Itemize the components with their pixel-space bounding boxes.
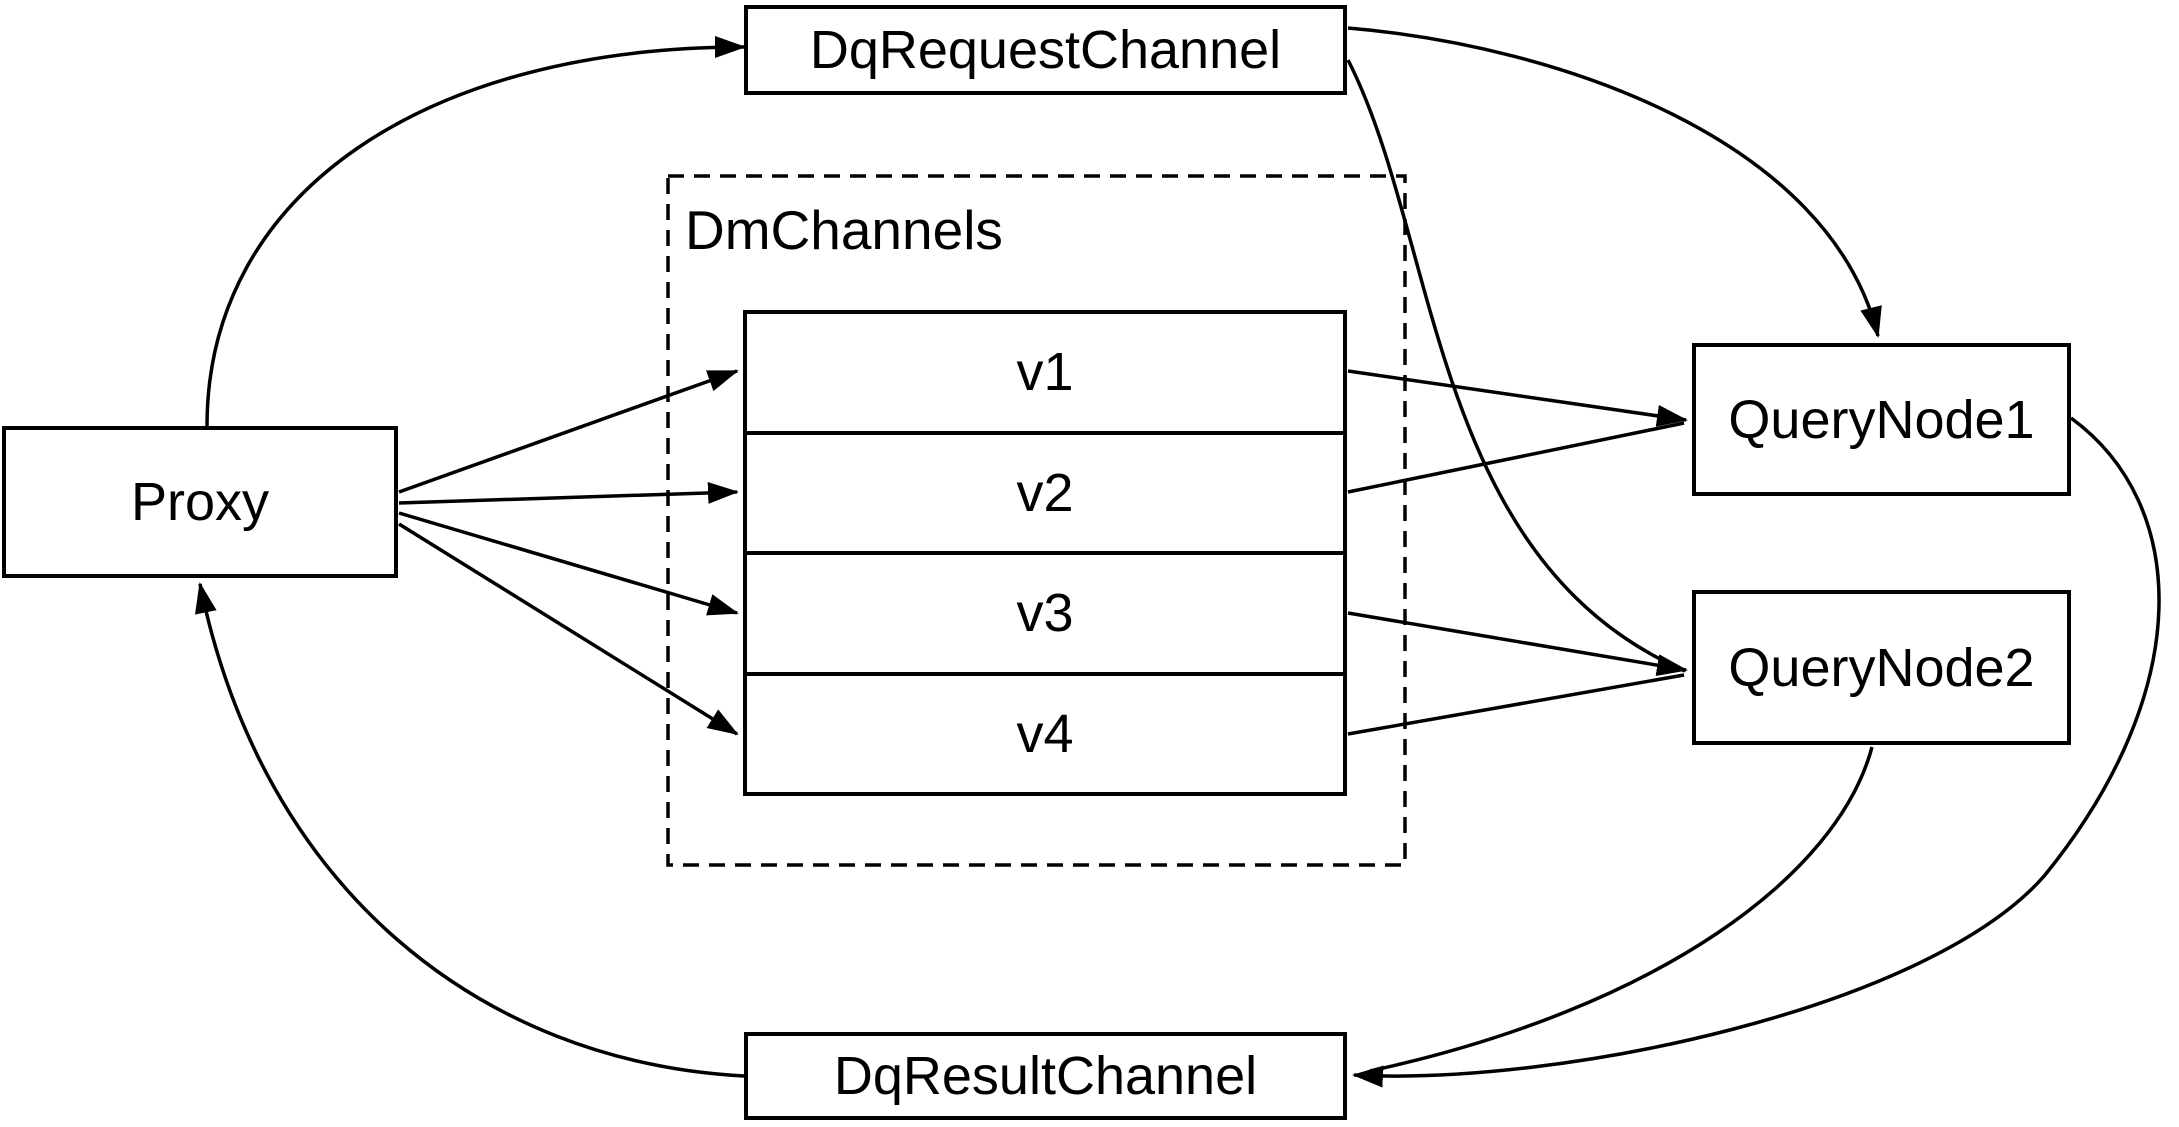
- node-dq-result-channel-label: DqResultChannel: [833, 1046, 1258, 1106]
- edge-query-node-2-to-dq-result-channel: [1369, 746, 1874, 1073]
- node-dq-request-channel: DqRequestChannel: [744, 5, 1347, 95]
- edge-query-node-1-to-dq-result-channel: [1352, 416, 2161, 1088]
- channel-v1-label: v1: [1016, 342, 1074, 403]
- node-query-node-2: QueryNode2: [1692, 590, 2071, 745]
- channel-row-v2: v2: [747, 435, 1343, 555]
- channel-row-v1: v1: [747, 314, 1343, 435]
- dm-channels-stack: v1 v2 v3 v4: [743, 310, 1347, 796]
- edge-proxy-to-v2: [398, 481, 739, 505]
- channel-v2-label: v2: [1016, 462, 1074, 523]
- edge-proxy-to-v4: [398, 522, 739, 736]
- channel-v3-label: v3: [1016, 583, 1074, 644]
- edge-v3-to-query-node-2: [1347, 611, 1688, 677]
- channel-row-v4: v4: [747, 676, 1343, 793]
- channel-v4-label: v4: [1016, 703, 1074, 764]
- node-dq-result-channel: DqResultChannel: [744, 1032, 1347, 1120]
- edge-v2-to-query-node-1: [1347, 421, 1685, 494]
- channel-row-v3: v3: [747, 555, 1343, 676]
- dm-channels-boundary: [666, 174, 1407, 867]
- edge-dq-request-channel-to-query-node-1: [1347, 26, 1882, 338]
- node-proxy-label: Proxy: [130, 472, 270, 532]
- edge-proxy-to-v3: [398, 511, 739, 616]
- edge-dq-result-channel-to-proxy: [195, 582, 745, 1078]
- node-query-node-1: QueryNode1: [1692, 343, 2071, 496]
- edge-v1-to-query-node-1: [1347, 369, 1688, 427]
- edge-proxy-to-v1: [398, 369, 739, 494]
- edge-v4-to-query-node-2: [1347, 673, 1685, 736]
- edge-dq-request-channel-to-query-node-2: [1346, 59, 1686, 673]
- node-dq-request-channel-label: DqRequestChannel: [809, 20, 1282, 80]
- node-query-node-1-label: QueryNode1: [1728, 389, 2035, 450]
- node-query-node-2-label: QueryNode2: [1728, 637, 2035, 698]
- dm-channels-group-label: DmChannels: [685, 199, 1003, 261]
- node-proxy: Proxy: [2, 426, 398, 578]
- edge-proxy-to-dq-request-channel: [205, 36, 746, 427]
